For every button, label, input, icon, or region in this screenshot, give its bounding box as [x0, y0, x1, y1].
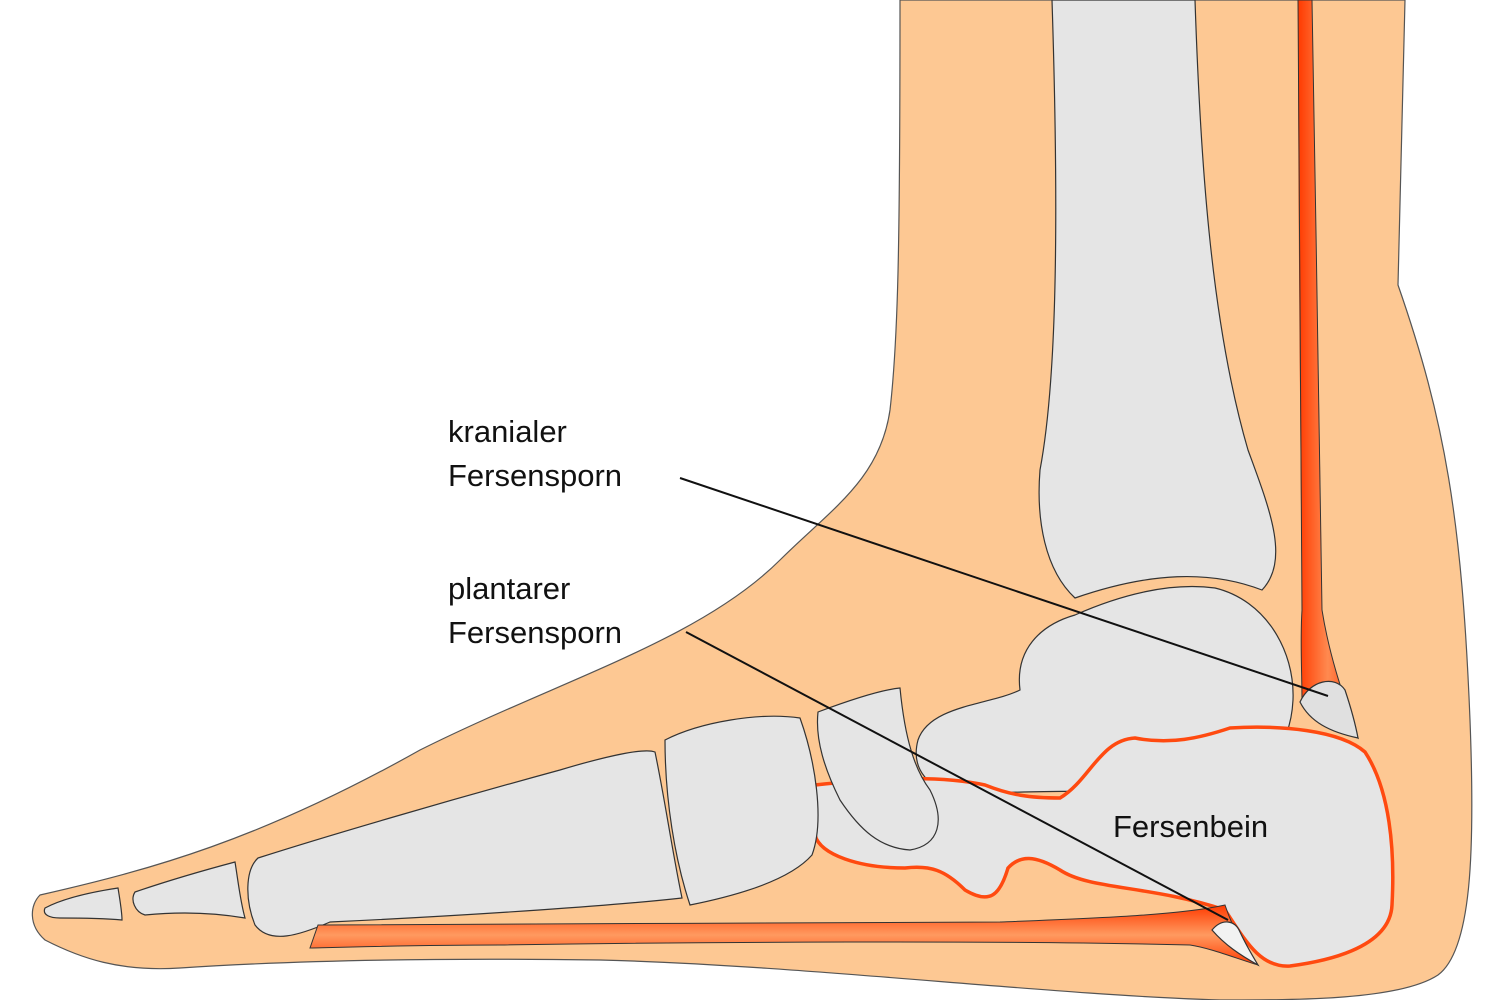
cranial-label-line1: kranialer — [448, 414, 567, 449]
tibia-bone — [1038, 0, 1277, 599]
distal-phalanx-bone — [43, 887, 123, 921]
plantar-label-line2: Fersensporn — [448, 615, 623, 650]
calcaneus-label: Fersenbein — [1113, 809, 1269, 844]
plantar-heel-spur — [1211, 921, 1260, 967]
plantar-heel-spur-label: plantarer Fersensporn — [448, 567, 622, 655]
cuneiform-bone — [664, 715, 819, 906]
cranial-heel-spur — [1299, 680, 1359, 739]
leader-line-cranial — [679, 477, 1329, 697]
proximal-phalanx-bone — [132, 861, 246, 919]
navicular-bone — [816, 687, 939, 851]
metatarsal-bone — [247, 750, 683, 937]
leader-line-plantar — [685, 631, 1229, 921]
cranial-heel-spur-label: kranialer Fersensporn — [448, 410, 622, 498]
plantar-label-line1: plantarer — [448, 571, 571, 606]
cranial-label-line2: Fersensporn — [448, 458, 623, 493]
